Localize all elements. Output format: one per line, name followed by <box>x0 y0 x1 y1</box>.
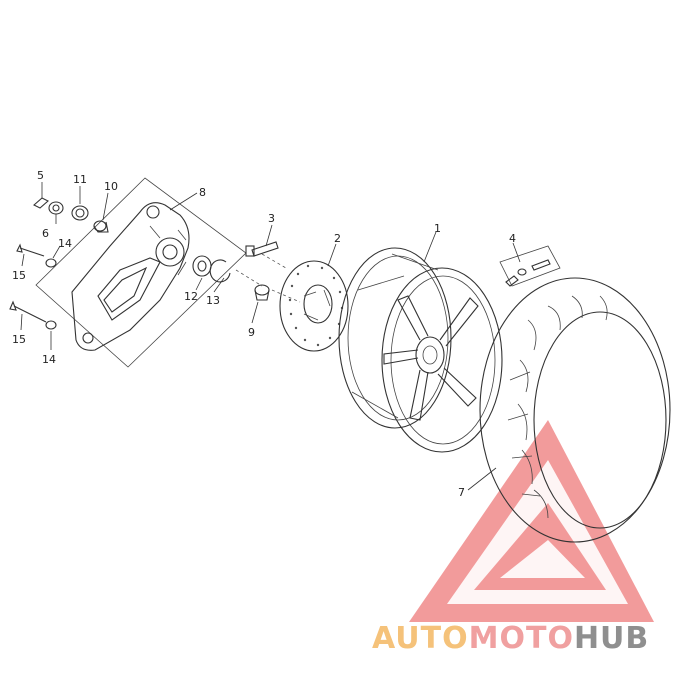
label-part-12: 12 <box>184 290 198 303</box>
spacer-10 <box>93 220 109 233</box>
label-part-10: 10 <box>104 180 118 193</box>
label-part-6: 6 <box>42 227 49 240</box>
label-part-9: 9 <box>248 326 255 339</box>
label-part-15-upper: 15 <box>12 269 26 282</box>
bushing-9 <box>254 284 270 301</box>
leader-lines <box>20 182 521 491</box>
tyre-valve <box>499 245 561 287</box>
label-part-7: 7 <box>458 486 465 499</box>
axis-line <box>235 269 263 287</box>
tyre <box>479 277 671 543</box>
axis-line-2 <box>271 289 301 303</box>
circlip-13 <box>209 259 231 283</box>
spring-clip <box>33 197 49 209</box>
label-part-8: 8 <box>199 186 206 199</box>
label-part-2: 2 <box>334 232 341 245</box>
bearing-12 <box>192 255 212 277</box>
watermark-logo <box>409 420 654 622</box>
bolt-15-upper <box>16 243 45 257</box>
label-part-3: 3 <box>268 212 275 225</box>
part-number-labels: 5 11 10 8 6 14 15 15 14 12 13 9 3 2 1 4 … <box>12 169 516 499</box>
brand-auto: AUTO <box>372 621 469 656</box>
washer-14-lower <box>45 320 57 330</box>
bolt-15-lower <box>9 300 47 323</box>
wheel-rim <box>338 247 503 453</box>
brand-moto: MOTO <box>469 621 574 656</box>
label-part-11: 11 <box>73 173 87 186</box>
label-part-5: 5 <box>37 169 44 182</box>
label-part-15-lower: 15 <box>12 333 26 346</box>
brand-hub: HUB <box>574 621 649 656</box>
axis-line-3 <box>261 253 287 269</box>
bearing-11 <box>71 205 89 221</box>
label-part-14-upper: 14 <box>58 237 72 250</box>
watermark-brand-text: AUTOMOTOHUB <box>372 621 649 656</box>
bolt-3 <box>245 241 279 257</box>
label-part-1: 1 <box>434 222 441 235</box>
nut-6 <box>48 201 64 215</box>
label-part-4: 4 <box>509 232 516 245</box>
label-part-13: 13 <box>206 294 220 307</box>
swingarm-bracket <box>35 177 247 368</box>
washer-14-upper <box>45 258 57 268</box>
label-part-14-lower: 14 <box>42 353 56 366</box>
brake-disc <box>279 260 349 352</box>
